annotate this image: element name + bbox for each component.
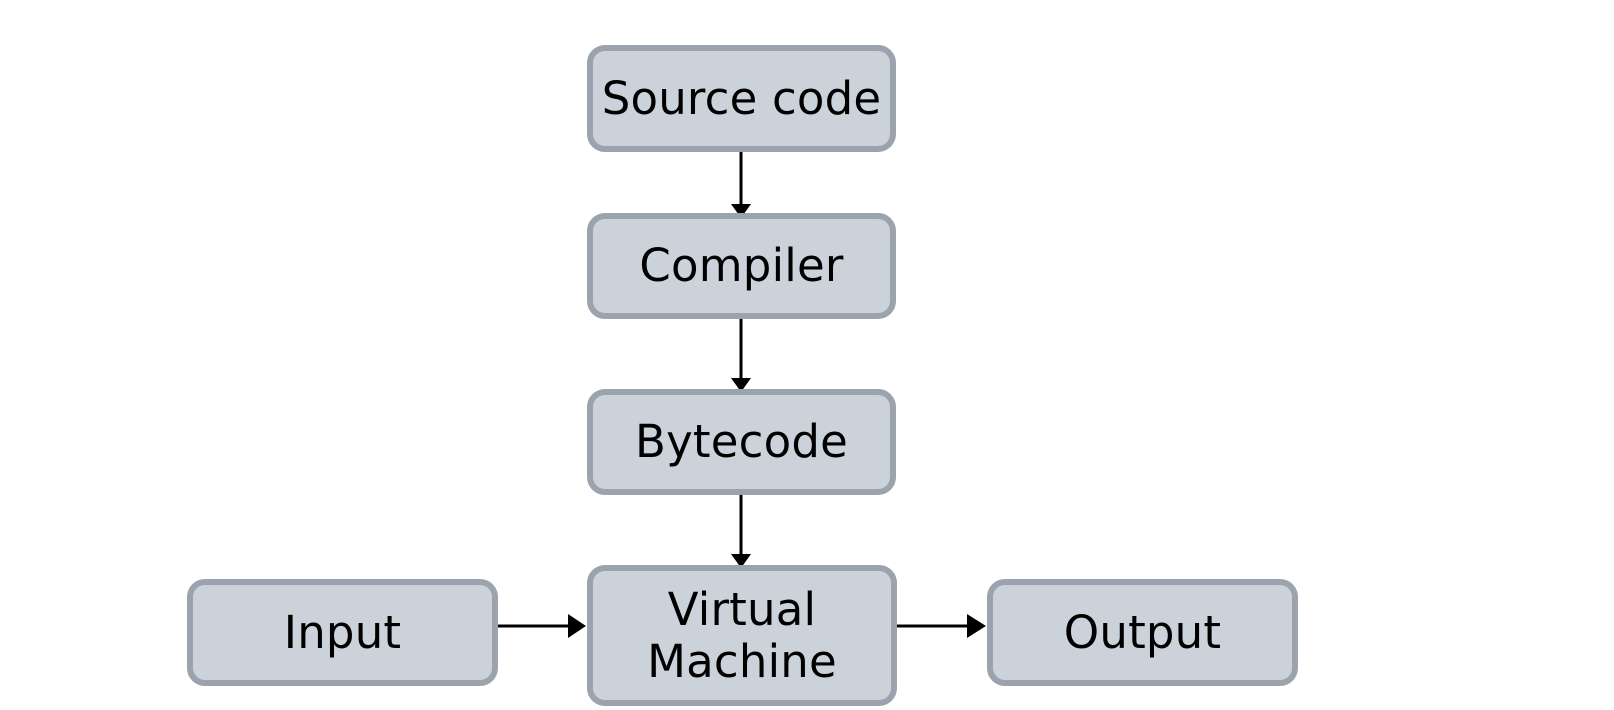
arrowhead-vm-to-output (967, 614, 986, 638)
virtual-machine-label-line2: Machine (647, 634, 837, 688)
source-code-box: Source code (587, 45, 896, 152)
input-label: Input (283, 605, 402, 659)
arrowhead-input-to-vm (568, 614, 586, 638)
output-box: Output (987, 579, 1298, 686)
source-code-label: Source code (601, 71, 882, 125)
bytecode-box: Bytecode (587, 389, 896, 495)
virtual-machine-label-line1: Virtual (667, 582, 817, 636)
virtual-machine-box: Virtual Machine (587, 565, 897, 706)
compiler-label: Compiler (639, 239, 844, 292)
compiler-box: Compiler (587, 213, 896, 319)
output-label: Output (1063, 605, 1222, 659)
input-box: Input (187, 579, 498, 686)
bytecode-label: Bytecode (635, 415, 848, 468)
